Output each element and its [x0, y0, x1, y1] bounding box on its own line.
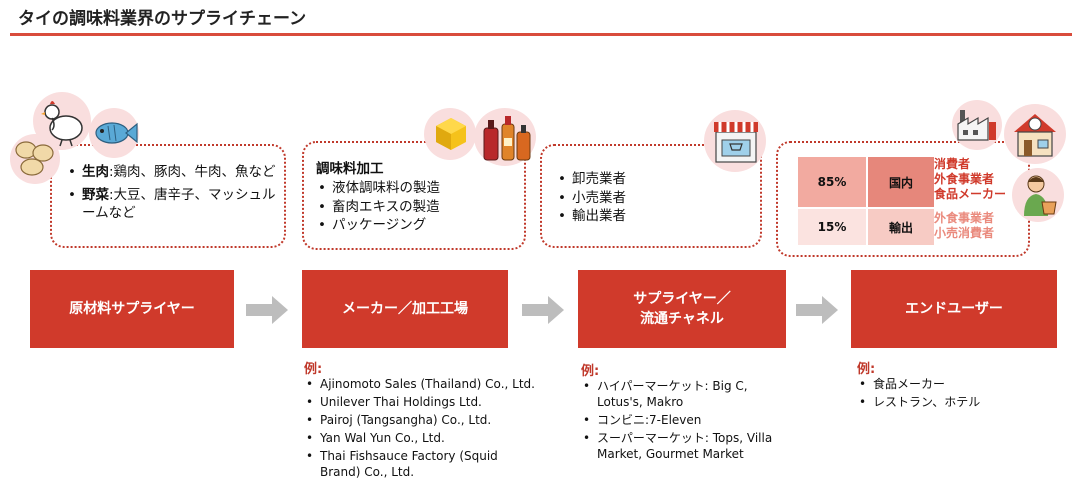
cube-icon — [436, 118, 466, 150]
list-item: Pairoj (Tangsangha) Co., Ltd. — [304, 412, 540, 428]
flow-arrow-icon — [246, 296, 288, 324]
export-destinations: 外食事業者 小売消費者 — [934, 211, 994, 241]
list-item: 小売消費者 — [934, 226, 995, 240]
table-row: 85% 国内 — [798, 157, 934, 207]
list-item: 外食事業者 — [934, 211, 995, 225]
stage-raw-material-supplier: 原材料サプライヤー — [30, 270, 234, 348]
chicken-icon — [41, 101, 83, 147]
shopper-icon — [1024, 175, 1057, 216]
domestic-share: 85% — [798, 157, 866, 207]
processing-heading: 調味料加工 — [316, 161, 384, 177]
stage-end-user: エンドユーザー — [851, 270, 1057, 348]
fish-icon — [95, 122, 138, 144]
processing-list: 液体調味料の製造 畜肉エキスの製造 パッケージング — [316, 179, 516, 235]
list-item: レストラン、ホテル — [857, 394, 1057, 410]
end-user-examples-list: 食品メーカー レストラン、ホテル — [857, 376, 1057, 410]
export-label: 輸出 — [866, 207, 934, 245]
list-item: コンビニ:7-Eleven — [581, 412, 777, 428]
list-item: 食品メーカー — [857, 376, 1057, 392]
restaurant-icon — [1014, 114, 1056, 157]
page-title: タイの調味料業界のサプライチェーン — [18, 9, 307, 29]
domestic-destinations: 消費者 外食事業者 食品メーカー — [934, 157, 1006, 202]
flow-arrow-icon — [522, 296, 564, 324]
list-item: Unilever Thai Holdings Ltd. — [304, 394, 540, 410]
list-item: 野菜:大豆、唐辛子、マッシュルームなど — [66, 186, 276, 223]
factory-icon — [957, 110, 996, 141]
list-item: 生肉:鶏肉、豚肉、牛肉、魚など — [66, 163, 276, 182]
flow-arrow-icon — [796, 296, 838, 324]
distribution-box — [540, 144, 762, 248]
list-item: 消費者 — [934, 157, 971, 171]
list-item: 液体調味料の製造 — [316, 179, 516, 198]
list-item: パッケージング — [316, 216, 516, 235]
list-item: 小売業者 — [556, 189, 736, 208]
stage-supplier-distribution: サプライヤー／ 流通チャネル — [578, 270, 786, 348]
export-share: 15% — [798, 207, 866, 245]
list-item: Ajinomoto Sales (Thailand) Co., Ltd. — [304, 376, 540, 392]
list-item: 輸出業者 — [556, 207, 736, 226]
raw-materials-box — [50, 144, 286, 248]
title-underline — [10, 33, 1072, 36]
sauce-bottles-icon — [483, 116, 531, 161]
stage-manufacturer: メーカー／加工工場 — [302, 270, 508, 348]
list-item: スーパーマーケット: Tops, Villa Market, Gourmet M… — [581, 430, 777, 462]
maker-examples-label: 例: — [304, 362, 323, 377]
list-item: 卸売業者 — [556, 170, 736, 189]
domestic-label: 国内 — [866, 157, 934, 207]
market-split-table: 85% 国内 15% 輸出 — [798, 157, 934, 245]
soybeans-icon — [15, 141, 54, 176]
table-row: 15% 輸出 — [798, 207, 934, 245]
list-item: Thai Fishsauce Factory (Squid Brand) Co.… — [304, 448, 540, 480]
store-icon — [714, 122, 758, 163]
maker-examples-list: Ajinomoto Sales (Thailand) Co., Ltd. Uni… — [304, 376, 540, 480]
list-item: ハイパーマーケット: Big C, Lotus's, Makro — [581, 378, 777, 410]
list-item: 畜肉エキスの製造 — [316, 198, 516, 217]
list-item: 外食事業者 — [934, 172, 995, 186]
distribution-list: 卸売業者 小売業者 輸出業者 — [556, 170, 736, 226]
processing-box — [302, 141, 526, 250]
list-item: 食品メーカー — [934, 187, 1007, 201]
raw-materials-list: 生肉:鶏肉、豚肉、牛肉、魚など 野菜:大豆、唐辛子、マッシュルームなど — [66, 163, 276, 223]
list-item: Yan Wal Yun Co., Ltd. — [304, 430, 540, 446]
supplier-examples-list: ハイパーマーケット: Big C, Lotus's, Makro コンビニ:7-… — [581, 378, 777, 462]
end-user-examples-label: 例: — [857, 362, 876, 377]
supplier-examples-label: 例: — [581, 364, 600, 379]
